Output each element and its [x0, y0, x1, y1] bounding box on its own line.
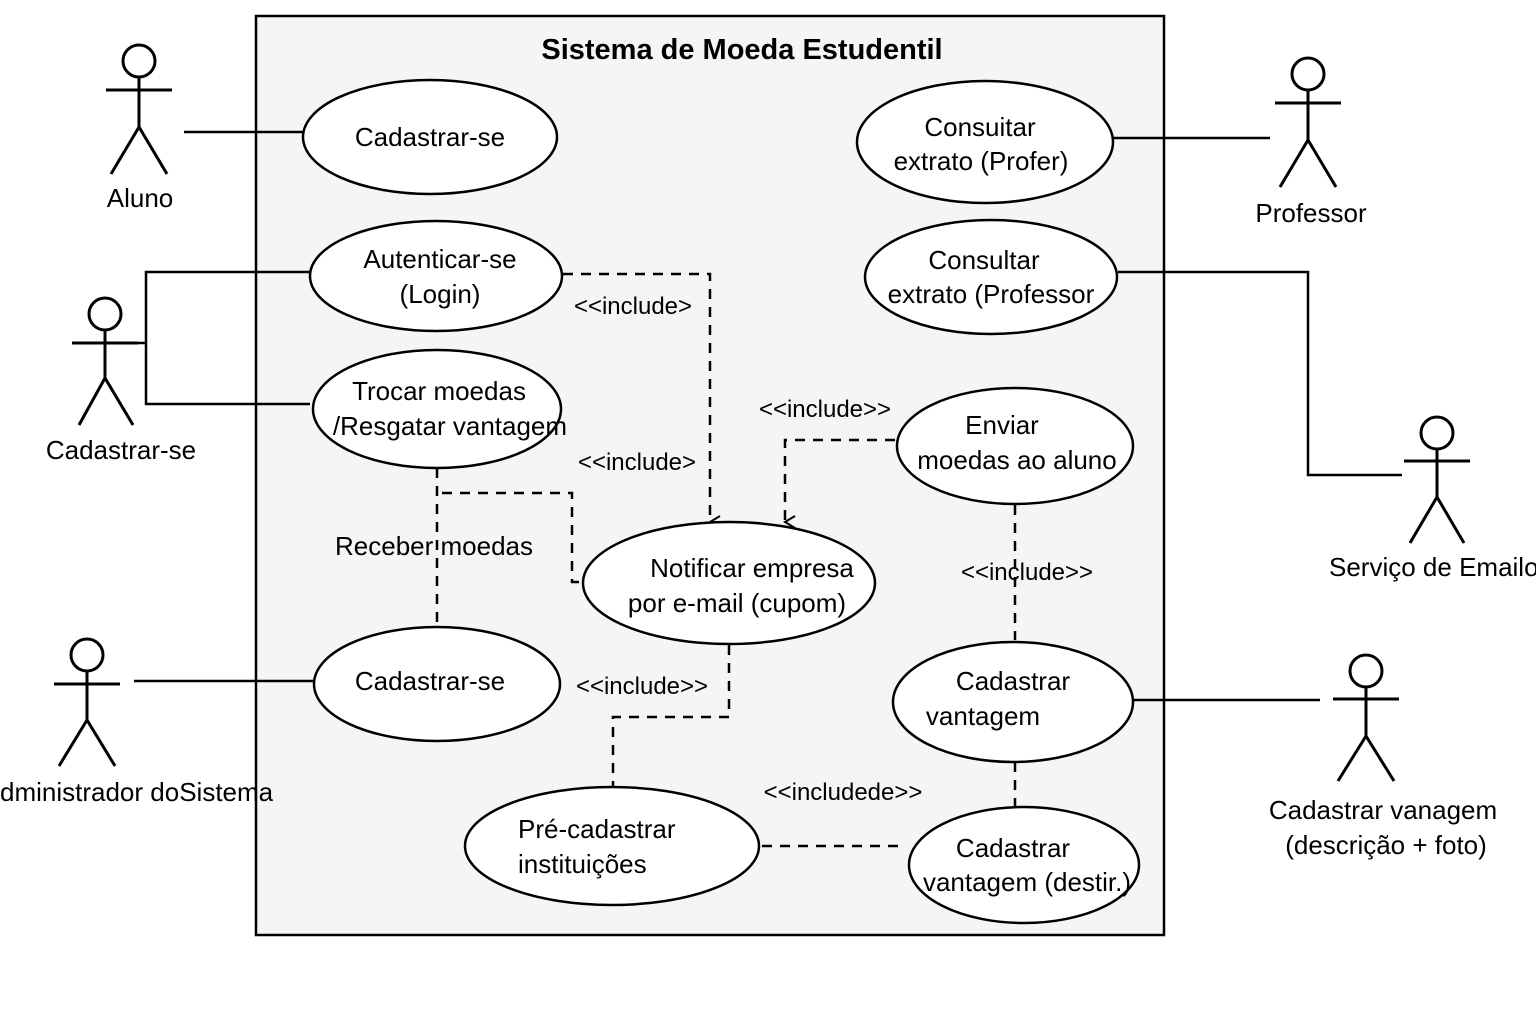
use-case-label: moedas ao aluno: [917, 445, 1116, 475]
stick-figure-icon: [1404, 415, 1470, 544]
use-case-label: /Resgatar vantagem: [333, 411, 567, 441]
receber-moedas-label: Receber moedas: [335, 531, 533, 561]
actor-label: Serviço de Emailo: [1329, 552, 1536, 582]
stick-figure-icon: [72, 296, 138, 426]
use-case-label: Cadastrar: [956, 666, 1070, 696]
use-case-pre-cadastrar[interactable]: Pré-cadastrar instituições: [463, 785, 761, 907]
actor-label: Cadastrar-se: [46, 435, 196, 465]
stick-figure-icon: [54, 637, 120, 767]
stick-figure-icon: [1333, 653, 1399, 782]
associations: [118, 130, 1402, 702]
actor-cadastrar-vantagem[interactable]: Cadastrar vanagem (descrição + foto): [1269, 653, 1497, 860]
use-case-label: Consultar: [928, 245, 1040, 275]
use-case-label: Autenticar-se: [363, 244, 516, 274]
actor-administrador[interactable]: dministrador doSistema: [0, 637, 274, 807]
actor-servico-email[interactable]: Serviço de Emailo: [1329, 415, 1536, 582]
include-label-vantagem: <<include>>: [961, 559, 1093, 586]
include-label-autenticar: <<include>: [574, 293, 692, 320]
use-case-label: (Login): [400, 279, 481, 309]
use-case-enviar-moedas[interactable]: Enviar moedas ao aluno: [895, 386, 1135, 506]
use-case-label: Cadastrar-se: [355, 666, 505, 696]
use-case-label: Consuitar: [924, 112, 1036, 142]
actor-label: Professor: [1255, 198, 1367, 228]
stick-figure-icon: [106, 43, 172, 175]
include-label-enviar: <<include>>: [759, 396, 891, 423]
actor-label: Aluno: [107, 183, 174, 213]
include-label-trocar: <<include>: [578, 449, 696, 476]
use-case-label: vantagem (destir.): [923, 867, 1131, 897]
use-case-label: Enviar: [965, 410, 1039, 440]
actor-cadastrar[interactable]: Cadastrar-se: [46, 296, 196, 465]
actor-professor[interactable]: Professor: [1255, 56, 1367, 228]
stick-figure-icon: [1275, 56, 1341, 188]
includede-label: <<includede>>: [764, 779, 923, 806]
use-case-consultar-profer[interactable]: Consuitar extrato (Profer): [855, 79, 1115, 205]
use-case-label: Trocar moedas: [352, 376, 526, 406]
use-case-label: Notificar empresa: [650, 553, 854, 583]
use-case-cadastrar-vantagem-destir[interactable]: Cadastrar vantagem (destir.): [907, 805, 1141, 925]
use-case-label: Cadastrar: [956, 833, 1070, 863]
actor-aluno[interactable]: Aluno: [106, 43, 174, 213]
actor-label: (descrição + foto): [1285, 830, 1487, 860]
use-case-cadastrar-top[interactable]: Cadastrar-se: [301, 78, 559, 196]
use-case-label: Cadastrar-se: [355, 122, 505, 152]
use-case-label: extrato (Profer): [894, 146, 1069, 176]
use-case-label: vantagem: [926, 701, 1040, 731]
dependencies: [435, 272, 1017, 848]
actor-label: Cadastrar vanagem: [1269, 795, 1497, 825]
use-case-label: instituições: [518, 849, 647, 879]
use-case-cadastrar-admin[interactable]: Cadastrar-se: [312, 625, 562, 743]
use-case-consultar-professor[interactable]: Consultar extrato (Professor: [863, 218, 1119, 336]
system-title: Sistema de Moeda Estudentil: [541, 34, 942, 66]
use-case-label: extrato (Professor: [888, 279, 1095, 309]
use-case-label: Pré-cadastrar: [518, 814, 676, 844]
use-case-cadastrar-vantagem[interactable]: Cadastrar vantagem: [891, 640, 1135, 764]
use-case-notificar-empresa[interactable]: Notificar empresa por e-mail (cupom): [581, 520, 877, 646]
use-case-label: por e-mail (cupom): [628, 588, 846, 618]
use-case-trocar-moedas[interactable]: Trocar moedas /Resgatar vantagem: [311, 348, 567, 470]
include-label-notificar: <<include>>: [576, 673, 708, 700]
use-case-autenticar[interactable]: Autenticar-se (Login): [308, 219, 564, 333]
actor-label: dministrador doSistema: [0, 777, 274, 807]
